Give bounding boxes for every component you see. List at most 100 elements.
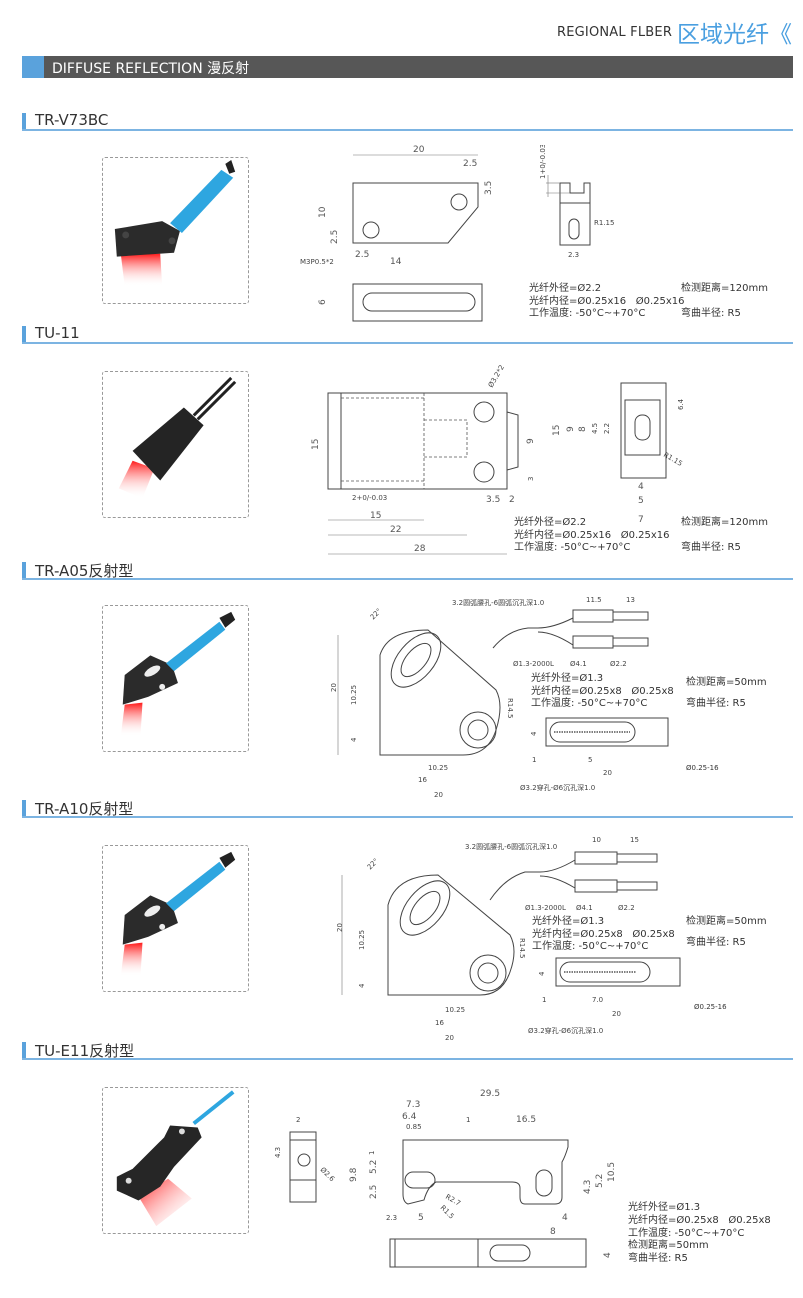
dimension-label: 9.8 bbox=[349, 1167, 359, 1182]
dimension-label: 14 bbox=[390, 257, 402, 267]
dimension-label: Ø1.3-2000L bbox=[525, 904, 566, 912]
fiber-sensor-photo bbox=[120, 851, 236, 977]
category-accent bbox=[22, 56, 44, 78]
spec-block: 光纤外径=Ø1.3 光纤内径=Ø0.25x8 Ø0.25x8 工作温度: -50… bbox=[531, 673, 674, 711]
dimension-label: 4.3 bbox=[583, 1180, 593, 1194]
dimension-label: 2.5 bbox=[330, 230, 340, 244]
dimension-label: 22° bbox=[369, 607, 383, 621]
dimension-label: 2.3 bbox=[386, 1214, 397, 1222]
dimension-label: R1.15 bbox=[662, 451, 684, 468]
dimension-label: 20 bbox=[434, 791, 443, 799]
dimension-label: 10.25 bbox=[350, 685, 358, 705]
dimension-label: 13 bbox=[626, 596, 635, 604]
dimension-label: R14.5 bbox=[518, 938, 526, 958]
section-heading: TR-A10反射型 bbox=[22, 798, 793, 818]
dimension-label: 4.5 bbox=[591, 423, 599, 434]
spec-block: 光纤外径=Ø1.3 光纤内径=Ø0.25x8 Ø0.25x8 工作温度: -50… bbox=[532, 916, 675, 954]
dimension-label: 6 bbox=[318, 299, 328, 305]
dimension-label: R1.5 bbox=[439, 1204, 456, 1221]
heading-underline bbox=[22, 816, 793, 818]
dimension-label: 4 bbox=[530, 731, 538, 736]
tolerance-label: 1+0/-0.03 bbox=[539, 145, 547, 179]
heading-accent bbox=[22, 326, 26, 342]
model-title: TR-A05反射型 bbox=[35, 562, 134, 580]
dimension-label: 4 bbox=[638, 482, 644, 492]
dimension-label: 15 bbox=[630, 836, 639, 844]
spec-outer-diameter: 光纤外径=Ø1.3 bbox=[531, 673, 604, 684]
dimension-label: 1 bbox=[532, 756, 536, 764]
dimension-label: Ø2.2 bbox=[618, 904, 635, 912]
dimension-label: 10.25 bbox=[445, 1006, 465, 1014]
dimension-label: 29.5 bbox=[480, 1089, 500, 1099]
technical-drawing: 20 22° 10.25 4 R14.5 10.25 16 20 3.2圆弧腰孔… bbox=[318, 590, 678, 805]
dimension-label: 20 bbox=[445, 1034, 454, 1042]
dimension-label: 22° bbox=[366, 857, 380, 871]
spec-inner-diameter-2: Ø0.25x8 bbox=[631, 685, 674, 697]
spec-outer-diameter: 光纤外径=Ø2.2 bbox=[514, 517, 587, 528]
dimension-label: 1 bbox=[466, 1116, 470, 1124]
dimension-label: 4 bbox=[603, 1252, 613, 1258]
dimension-label: 20 bbox=[413, 145, 425, 155]
dimension-label: 3.5 bbox=[486, 495, 500, 505]
spec-block-right: 检测距离=50mm 弯曲半径: R5 bbox=[686, 677, 767, 710]
dimension-label: Ø4.1 bbox=[570, 660, 587, 668]
dimension-label: 8 bbox=[578, 426, 588, 432]
fiber-sensor-photo bbox=[118, 376, 237, 499]
dimension-label: 20 bbox=[603, 769, 612, 777]
dimension-label: 16.5 bbox=[516, 1115, 536, 1125]
dimension-label: 4 bbox=[562, 1213, 568, 1223]
spec-temperature: 工作温度: -50°C~+70°C bbox=[532, 941, 649, 952]
dimension-label: Ø3.2*2 bbox=[487, 364, 506, 389]
technical-drawing: 20 2.5 3.5 10 2.5 2.5 14 M3P0.5*2 6 bbox=[295, 140, 495, 325]
heading-accent bbox=[22, 113, 26, 129]
spec-inner-diameter: 光纤内径=Ø0.25x8 bbox=[531, 685, 622, 697]
spec-inner-diameter-2: Ø0.25x8 bbox=[728, 1214, 771, 1226]
spec-bend-radius: 弯曲半径: R5 bbox=[686, 936, 746, 948]
dimension-label: 10.25 bbox=[428, 764, 448, 772]
dimension-label: 15 bbox=[552, 425, 562, 436]
dimension-label: 15 bbox=[311, 439, 321, 450]
note-bottom: Ø3.2穿孔-Ø6沉孔深1.0 bbox=[520, 783, 595, 792]
technical-drawing: 29.5 7.3 6.4 0.85 1 16.5 1 9.8 5.2 2.5 2… bbox=[340, 1082, 620, 1272]
heading-underline bbox=[22, 129, 793, 131]
dimension-label: 2.5 bbox=[369, 1185, 379, 1199]
dimension-label: 4 bbox=[538, 971, 546, 976]
spec-detect-distance: 检测距离=120mm bbox=[681, 517, 768, 528]
dimension-label: 2.5 bbox=[355, 250, 369, 260]
fiber-sensor-photo bbox=[116, 1090, 235, 1227]
side-view-drawing: 15 9 8 4.5 2.2 6.4 R1.15 4 5 7 bbox=[545, 380, 695, 530]
dimension-label: R14.5 bbox=[506, 698, 514, 718]
spec-detect-distance: 检测距离=50mm bbox=[628, 1240, 709, 1252]
dimension-label: 5 bbox=[638, 496, 644, 506]
spec-outer-diameter: 光纤外径=Ø2.2 bbox=[529, 283, 602, 294]
spec-temperature: 工作温度: -50°C~+70°C bbox=[531, 698, 648, 709]
spec-block-right: 检测距离=50mm 弯曲半径: R5 bbox=[686, 916, 767, 949]
dimension-label: 20 bbox=[612, 1010, 621, 1018]
dimension-label: 2 bbox=[509, 495, 515, 505]
fiber-core-label: Ø0.25-16 bbox=[686, 764, 719, 772]
product-photo bbox=[102, 845, 249, 992]
technical-drawing: 20 22° 10.25 4 R14.5 10.25 16 20 3.2圆弧腰孔… bbox=[330, 830, 690, 1045]
brand-name-cn: 区域光纤《 bbox=[677, 22, 792, 48]
dimension-label: 2.2 bbox=[603, 423, 611, 434]
model-title: TR-V73BC bbox=[35, 111, 109, 129]
dimension-label: 6.4 bbox=[677, 398, 685, 410]
heading-accent bbox=[22, 1042, 26, 1058]
dimension-label: 4.3 bbox=[274, 1147, 282, 1158]
dimension-label: 8 bbox=[550, 1227, 556, 1237]
dimension-label: M3P0.5*2 bbox=[300, 258, 334, 266]
spec-bend-radius: 弯曲半径: R5 bbox=[628, 1253, 688, 1265]
category-title: DIFFUSE REFLECTION 漫反射 bbox=[52, 61, 250, 77]
dimension-label: 22 bbox=[390, 525, 401, 535]
dimension-label: 2.5 bbox=[463, 159, 477, 169]
note-top: 3.2圆弧腰孔-6圆弧沉孔深1.0 bbox=[452, 598, 544, 607]
spec-inner-diameter: 光纤内径=Ø0.25x16 bbox=[529, 295, 627, 307]
heading-accent bbox=[22, 800, 26, 816]
spec-inner-diameter-2: Ø0.25x16 bbox=[620, 529, 670, 541]
spec-bend-radius: 弯曲半径: R5 bbox=[681, 308, 741, 319]
spec-temperature: 工作温度: -50°C~+70°C bbox=[529, 308, 646, 319]
dimension-label: 3.5 bbox=[484, 181, 494, 195]
dimension-label: 10.25 bbox=[358, 930, 366, 950]
section-heading: TU-11 bbox=[22, 324, 793, 344]
dimension-label: 20 bbox=[336, 923, 344, 932]
